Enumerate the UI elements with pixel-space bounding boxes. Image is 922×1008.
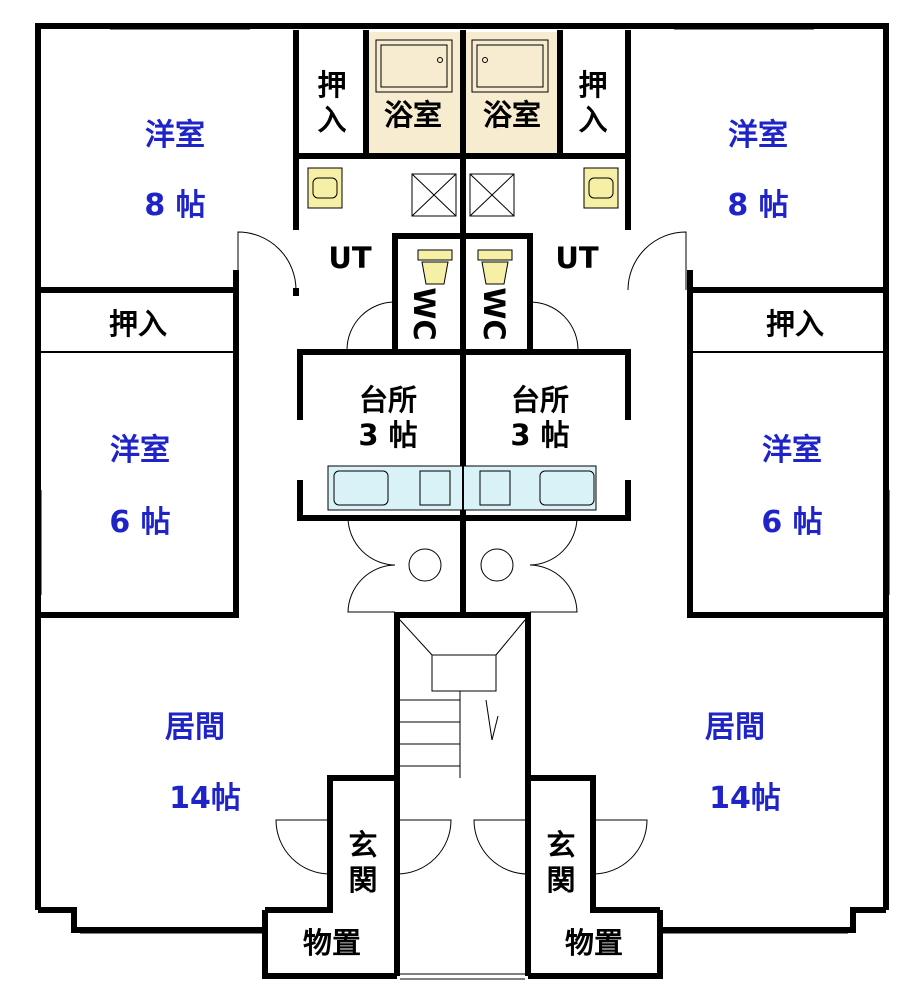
closet-mid-right: 押入 <box>766 307 824 341</box>
room-name-kitchen-left: 台所 <box>359 383 417 417</box>
room-name-bath-left: 浴室 <box>384 98 442 132</box>
room-size-kitchen-left: 3 帖 <box>358 418 417 452</box>
room-name-living-left: 居間 <box>165 710 225 745</box>
kitchen-counter <box>327 465 597 511</box>
doors <box>237 231 687 875</box>
staircase <box>399 619 526 778</box>
room-size-western-6-left: 6 帖 <box>109 505 170 540</box>
toilet-right: WC <box>477 287 511 340</box>
entrance-right-line2: 関 <box>546 863 575 897</box>
entrance-left-line2: 関 <box>348 863 377 897</box>
room-name-western-8-right: 洋室 <box>728 118 788 153</box>
inner-walls <box>38 30 886 976</box>
washer-pans <box>411 173 515 217</box>
closet-mid-left: 押入 <box>109 307 167 341</box>
closet-top-right-line1: 押 <box>578 68 607 102</box>
room-size-western-8-right: 8 帖 <box>727 188 788 223</box>
bathtub-left <box>375 39 453 93</box>
utility-left: UT <box>328 241 372 275</box>
toilet-left: WC <box>407 287 441 340</box>
utility-right: UT <box>555 241 599 275</box>
room-name-living-right: 居間 <box>705 710 765 745</box>
room-name-bath-right: 浴室 <box>483 98 541 132</box>
toilet-left <box>417 249 453 285</box>
entrance-right-line1: 玄 <box>546 828 575 862</box>
room-name-western-6-left: 洋室 <box>110 433 170 468</box>
storage-left: 物置 <box>303 926 361 960</box>
outer-walls <box>35 23 889 979</box>
storage-right: 物置 <box>565 926 623 960</box>
washbasin-right <box>583 167 619 209</box>
room-size-kitchen-right: 3 帖 <box>510 418 569 452</box>
toilet-right <box>477 249 513 285</box>
room-name-western-8-left: 洋室 <box>145 118 205 153</box>
bathtub-right <box>471 39 549 93</box>
room-name-kitchen-right: 台所 <box>511 383 569 417</box>
room-size-western-6-right: 6 帖 <box>761 505 822 540</box>
entrance-left-line1: 玄 <box>348 828 377 862</box>
washbasin-left <box>307 167 343 209</box>
room-size-living-right: 14帖 <box>709 781 781 816</box>
closet-top-left-line1: 押 <box>317 68 346 102</box>
room-size-western-8-left: 8 帖 <box>144 188 205 223</box>
closet-top-left-line2: 入 <box>317 103 346 137</box>
closet-top-right-line2: 入 <box>578 103 607 137</box>
room-size-living-left: 14帖 <box>169 781 241 816</box>
windows <box>35 23 890 980</box>
room-name-western-6-right: 洋室 <box>762 433 822 468</box>
